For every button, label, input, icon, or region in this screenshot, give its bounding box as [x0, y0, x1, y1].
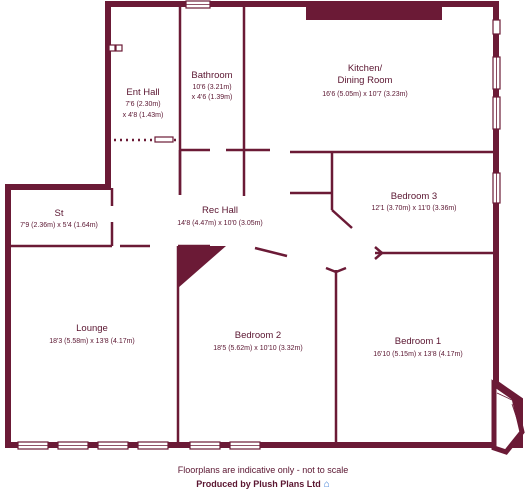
st-label: St: [55, 208, 64, 219]
lounge-label: Lounge: [76, 323, 108, 334]
kitchen-label-1: Kitchen/: [348, 63, 383, 74]
bay-window: [491, 379, 525, 455]
disclaimer-text: Floorplans are indicative only - not to …: [177, 465, 349, 475]
bedroom3-label: Bedroom 3: [391, 191, 437, 202]
room-labels: Ent Hall 7'6 (2.30m) x 4'8 (1.43m) Bathr…: [20, 63, 463, 358]
st-dim: 7'9 (2.36m) x 5'4 (1.64m): [20, 222, 98, 229]
producer-credit: Produced by Plush Plans Ltd⌂: [0, 479, 526, 490]
ent-hall-label: Ent Hall: [126, 87, 159, 98]
stair-wedge: [178, 246, 226, 288]
ent-hall-dim-2: x 4'8 (1.43m): [123, 112, 164, 119]
bedroom3-dim: 12'1 (3.70m) x 11'0 (3.36m): [371, 205, 456, 212]
producer-text: Produced by Plush Plans Ltd: [196, 479, 321, 489]
bathroom-dim-2: x 4'6 (1.39m): [192, 94, 233, 101]
bedroom2-label: Bedroom 2: [235, 330, 281, 341]
interior-walls: [8, 4, 496, 445]
ent-hall-dim-1: 7'6 (2.30m): [125, 101, 160, 108]
bedroom1-dim: 16'10 (5.15m) x 13'8 (4.17m): [373, 351, 462, 358]
rec-hall-dim: 14'8 (4.47m) x 10'0 (3.05m): [177, 220, 263, 227]
house-icon: ⌂: [323, 479, 330, 490]
lounge-dim: 18'3 (5.58m) x 13'8 (4.17m): [49, 338, 135, 345]
kitchen-counter-block: [306, 3, 442, 20]
bathroom-dim-1: 10'6 (3.21m): [192, 84, 231, 91]
kitchen-dim: 16'6 (5.05m) x 10'7 (3.23m): [322, 91, 408, 98]
kitchen-label-2: Dining Room: [338, 75, 393, 86]
windows: [17, 0, 501, 450]
bathroom-label: Bathroom: [191, 70, 232, 81]
bedroom1-label: Bedroom 1: [395, 336, 441, 347]
rec-hall-label: Rec Hall: [202, 205, 238, 216]
bedroom2-dim: 18'5 (5.62m) x 10'10 (3.32m): [213, 345, 302, 352]
